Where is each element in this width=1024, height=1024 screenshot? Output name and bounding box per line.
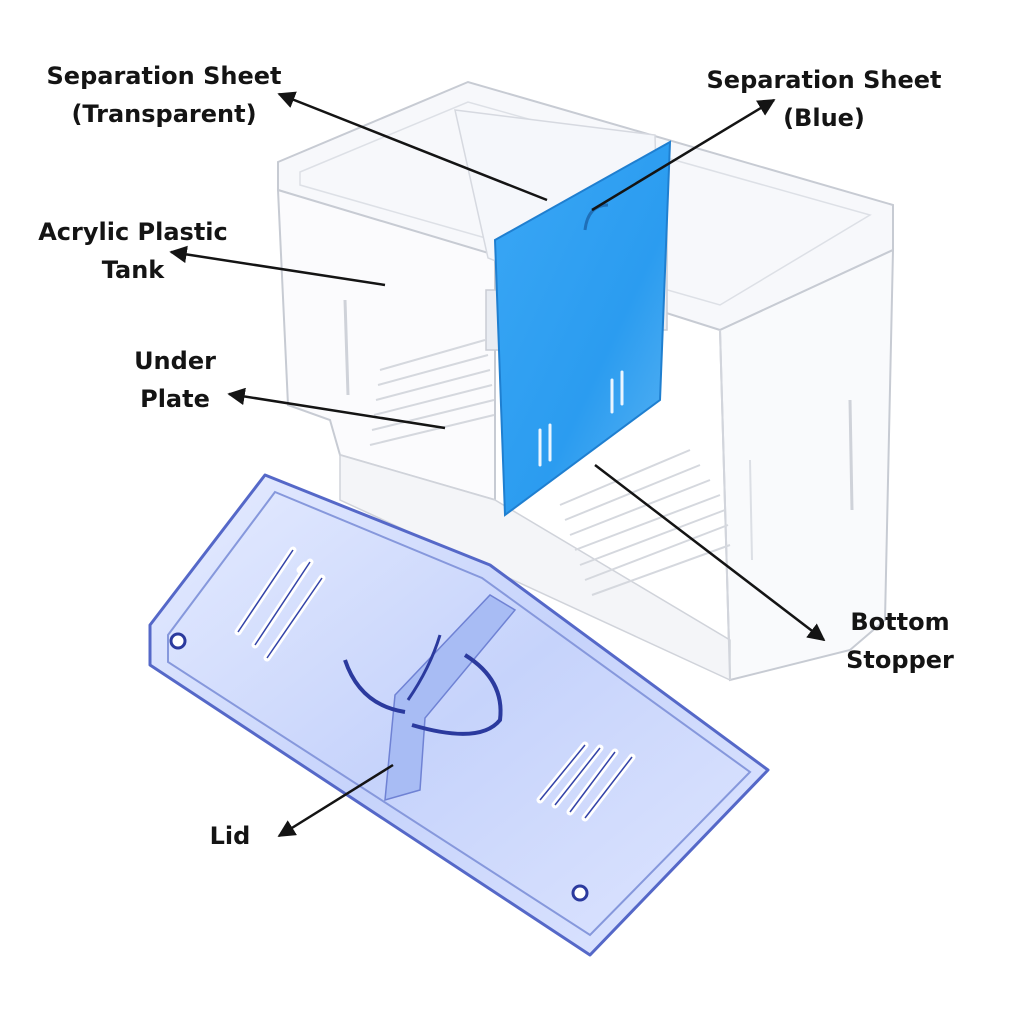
label-line: Stopper (846, 646, 954, 674)
arrow-tank (169, 245, 386, 287)
label-line: Separation Sheet (706, 66, 942, 94)
lid-screw-left (169, 632, 187, 650)
acrylic-tank (276, 80, 895, 682)
arrow-separation-blue (591, 98, 776, 212)
lid-body (148, 473, 770, 957)
separation-sheet-blue (493, 140, 672, 517)
label-line: Under (134, 347, 216, 375)
arrow-separation-transparent (277, 91, 548, 202)
label-line: Acrylic Plastic (38, 218, 228, 246)
lid-inner-rim (167, 490, 752, 937)
arrow-bottom-stopper (594, 464, 826, 642)
label-bottom-stopper: Bottom Stopper (838, 603, 962, 679)
label-acrylic-plastic-tank: Acrylic Plastic Tank (30, 213, 236, 289)
label-line: Bottom (850, 608, 950, 636)
label-line: Tank (101, 256, 165, 284)
label-line: Separation Sheet (46, 62, 282, 90)
label-under-plate: Under Plate (120, 342, 230, 418)
label-separation-sheet-blue: Separation Sheet (Blue) (702, 61, 946, 137)
label-line: (Blue) (783, 104, 865, 132)
lid (148, 473, 770, 957)
lid-screw-right (571, 884, 589, 902)
label-lid: Lid (195, 817, 265, 855)
label-separation-sheet-transparent: Separation Sheet (Transparent) (42, 57, 286, 133)
arrow-under-plate (227, 387, 446, 430)
tank-top-inner (299, 101, 872, 306)
arrow-lid (277, 763, 394, 838)
lid-center-ridge (384, 594, 517, 802)
label-line: Lid (209, 822, 251, 850)
label-line: Plate (140, 385, 210, 413)
label-line: (Transparent) (71, 100, 257, 128)
